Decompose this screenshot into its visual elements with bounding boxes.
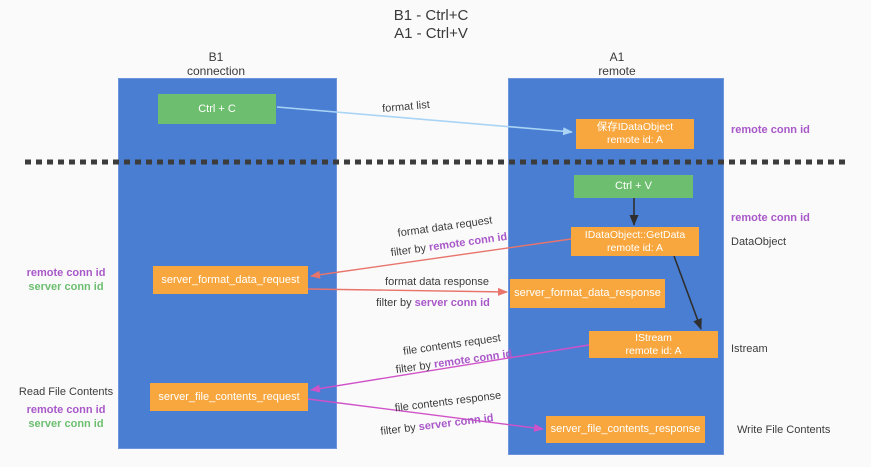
filter-prefix: filter by bbox=[390, 242, 427, 260]
node-ctrl-v-label: Ctrl + V bbox=[615, 180, 652, 192]
lane-a1-role: remote bbox=[598, 64, 636, 78]
annotation-left-file-server: server conn id bbox=[28, 418, 104, 430]
filter-prefix: filter by bbox=[395, 359, 432, 377]
annotation-remote-conn-id-mid: remote conn id bbox=[731, 212, 810, 224]
annotation-write-file-contents: Write File Contents bbox=[737, 424, 831, 436]
title-line-2: A1 - Ctrl+V bbox=[394, 25, 468, 42]
annotation-dataobject: DataObject bbox=[731, 236, 787, 248]
title-line-1: B1 - Ctrl+C bbox=[393, 7, 469, 24]
annotation-read-file-contents-block: Read File Contents remote conn id server… bbox=[18, 385, 114, 431]
filter-key-server-conn-id: server conn id bbox=[414, 297, 490, 309]
node-server-file-contents-request: server_file_contents_request bbox=[150, 383, 308, 411]
node-getdata: IDataObject::GetData remote id: A bbox=[571, 227, 699, 256]
node-save-dataobject-line1: 保存IDataObject bbox=[596, 121, 674, 133]
annotation-left-format-server: server conn id bbox=[28, 281, 104, 293]
arrow-format-data-response bbox=[307, 287, 508, 296]
lane-b1-role: connection bbox=[186, 64, 246, 78]
lane-b1-name: B1 bbox=[208, 50, 224, 64]
node-getdata-line1: IDataObject::GetData bbox=[584, 228, 686, 241]
node-ctrl-c: Ctrl + C bbox=[158, 94, 276, 124]
lane-header-a1: A1 remote bbox=[557, 50, 677, 78]
node-save-dataobject: 保存IDataObject remote id: A bbox=[576, 119, 694, 149]
edge-label-format-data-response-filter: filter by server conn id bbox=[313, 297, 553, 309]
node-server-file-contents-response: server_file_contents_response bbox=[546, 416, 705, 443]
node-save-dataobject-line2: remote id: A bbox=[606, 134, 664, 146]
node-server-format-data-request: server_format_data_request bbox=[153, 266, 308, 294]
node-getdata-line2: remote id: A bbox=[606, 241, 664, 254]
lane-header-b1: B1 connection bbox=[156, 50, 276, 78]
node-server-format-data-request-label: server_format_data_request bbox=[161, 273, 300, 286]
filter-key-server-conn-id: server conn id bbox=[418, 412, 495, 434]
node-istream-line2: remote id: A bbox=[625, 344, 682, 357]
lane-a1-name: A1 bbox=[609, 50, 625, 64]
node-server-file-contents-response-label: server_file_contents_response bbox=[550, 423, 701, 435]
annotation-remote-conn-id-top: remote conn id bbox=[731, 124, 810, 136]
filter-prefix: filter by bbox=[379, 421, 417, 438]
annotation-istream: Istream bbox=[731, 343, 768, 355]
node-ctrl-c-label: Ctrl + C bbox=[198, 102, 236, 115]
node-server-file-contents-request-label: server_file_contents_request bbox=[158, 390, 300, 403]
filter-prefix: filter by bbox=[376, 297, 412, 309]
node-istream-line1: IStream bbox=[635, 331, 672, 344]
annotation-left-format-remote: remote conn id bbox=[26, 267, 106, 279]
node-ctrl-v: Ctrl + V bbox=[574, 175, 693, 198]
annotation-left-file-remote: remote conn id bbox=[26, 404, 106, 416]
edge-label-format-data-response: format data response bbox=[385, 276, 489, 288]
annotation-read-file-contents: Read File Contents bbox=[18, 386, 114, 398]
annotation-left-format-ids: remote conn id server conn id bbox=[18, 266, 114, 294]
filter-key-remote-conn-id: remote conn id bbox=[428, 230, 508, 254]
node-server-format-data-response: server_format_data_response bbox=[510, 279, 665, 308]
node-istream: IStream remote id: A bbox=[589, 331, 718, 358]
diagram-title: B1 - Ctrl+C A1 - Ctrl+V bbox=[300, 7, 562, 43]
node-server-format-data-response-label: server_format_data_response bbox=[514, 287, 661, 299]
